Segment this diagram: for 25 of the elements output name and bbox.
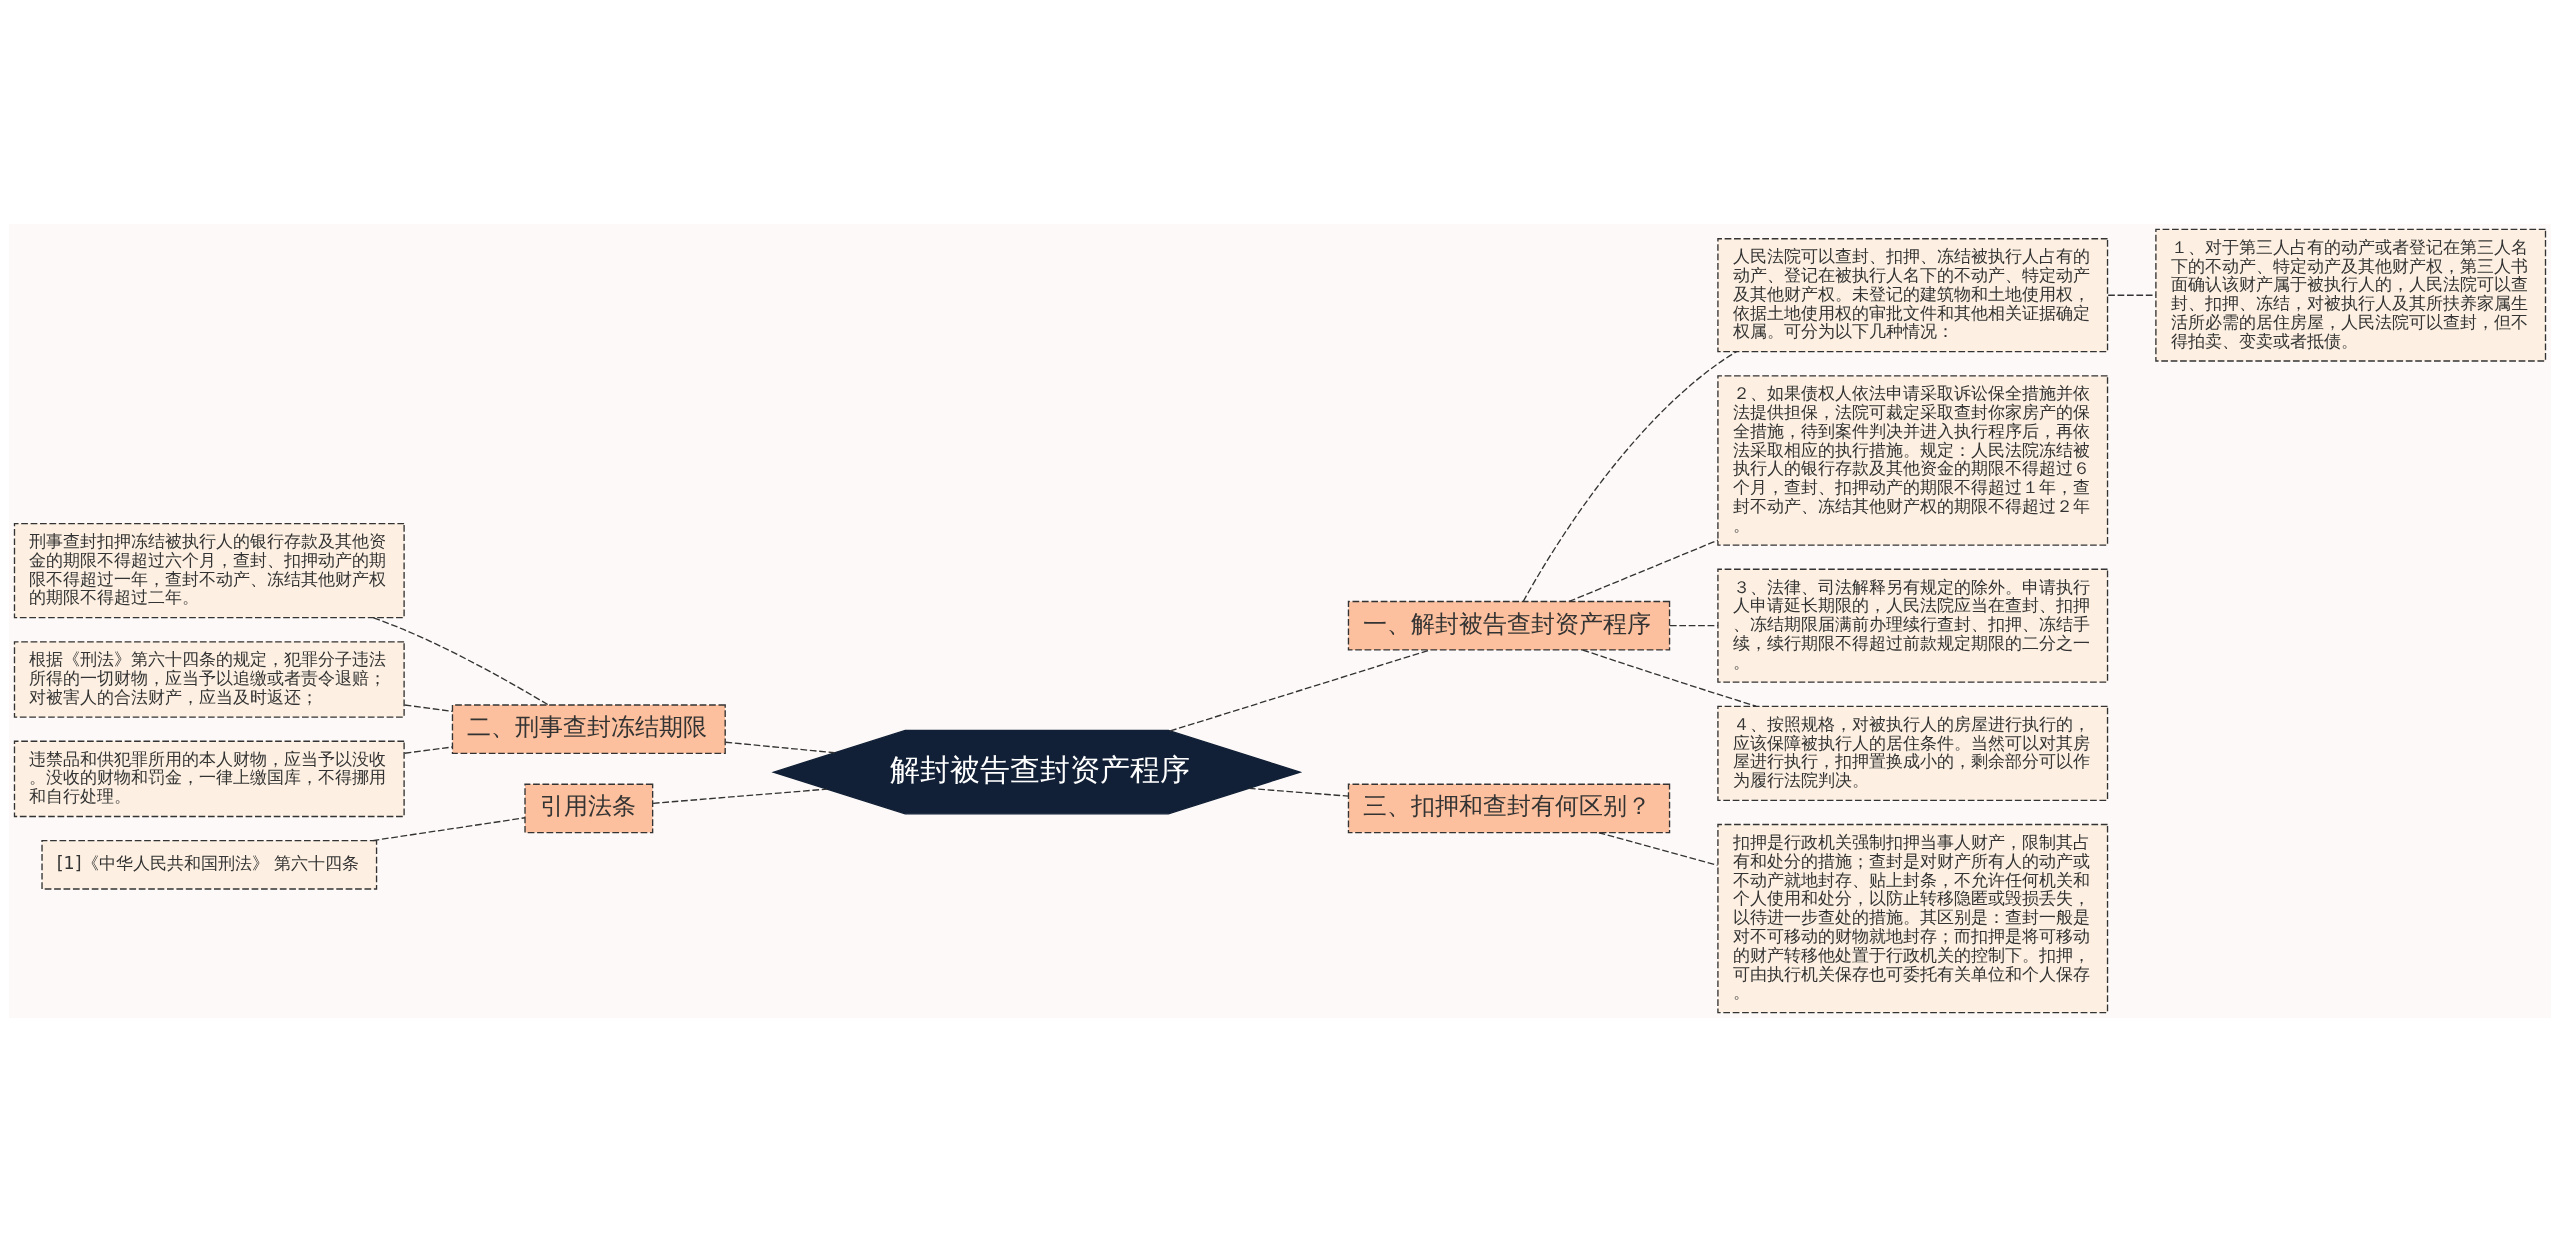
connector [652, 787, 828, 804]
node-box: 二、刑事查封冻结期限 [451, 703, 726, 754]
connector [724, 741, 836, 753]
node-box: 人民法院可以查封、扣押、冻结被执行人占有的动产、登记在被执行人名下的不动产、特定动产及其他财产权。未登记的建筑物和土地使用权，依据土地使用权的审批文件和其他相关证据确定权属。可分为以下几种情况： [1717, 237, 2109, 352]
connector [403, 745, 453, 754]
connector [1669, 624, 1719, 626]
connector [403, 703, 453, 712]
node-box: 扣押是行政机关强制扣押当事人财产，限制其占有和处分的措施；查封是对财产所有人的动产或不动产就地封存、贴上封条，不允许任何机关和个人使用和处分，以防止转移隐匿或毁损丢失，以待进一步查处的措施。其区别是：查封一般是对不可移动的财物就地封存；而扣押是将可移动的财产转移他处置于行政机关的控制下。扣押，可由执行机关保存也可委托有关单位和个人保存。 [1717, 823, 2109, 1013]
node-box: 根据《刑法》第六十四条的规定，犯罪分子违法所得的一切财物，应当予以追缴或者责令退赔；对被害人的合法财产，应当及时返还； [13, 640, 405, 718]
node-box: 引用法条 [524, 783, 654, 833]
connector [1169, 648, 1431, 732]
connector [371, 816, 526, 841]
node-box: １、对于第三人占有的动产或者登记在第三人名下的不动产、特定动产及其他财产权，第三人书面确认该财产属于被执行人的，人民法院可以查封、扣押、冻结，对被执行人及其所扶养家属生活所必需的居住房屋，人民法院可以查封，但不得拍卖、变卖或者抵债。 [2155, 228, 2547, 362]
node-box: 一、解封被告查封资产程序 [1347, 600, 1671, 651]
node-box: 三、扣押和查封有何区别？ [1347, 783, 1671, 833]
node-box: ２、如果债权人依法申请采取诉讼保全措施并依法提供担保，法院可裁定采取查封你家房产的保全措施，待到案件判决并进入执行程序后，再依法采取相应的执行措施。规定：人民法院冻结被执行人的银行存款及其他资金的期限不得超过６个月，查封、扣押动产的期限不得超过１年，查封不动产、冻结其他财产权的期限不得超过２年。 [1717, 374, 2109, 546]
node-box: 刑事查封扣押冻结被执行人的银行存款及其他资金的期限不得超过六个月，查封、扣押动产的期限不得超过一年，查封不动产、冻结其他财产权的期限不得超过二年。 [13, 522, 405, 618]
node-box: ３、法律、司法解释另有规定的除外。申请执行人申请延长期限的，人民法院应当在查封、扣押、冻结期限届满前办理续行查封、扣押、冻结手续，续行期限不得超过前款规定期限的二分之一。 [1717, 568, 2109, 683]
connector [1522, 350, 1738, 602]
connector [1568, 539, 1719, 602]
node-box: ４、按照规格，对被执行人的房屋进行执行的，应该保障被执行人的居住条件。当然可以对其房屋进行执行，扣押置换成小的，剩余部分可以作为履行法院判决。 [1717, 705, 2109, 801]
node-box: [1]《中华人民共和国刑法》 第六十四条 [41, 839, 378, 890]
connector [2107, 294, 2157, 296]
node-box: 违禁品和供犯罪所用的本人财物，应当予以没收。没收的财物和罚金，一律上缴国库，不得挪用和自行处理。 [13, 740, 405, 817]
connector [1248, 787, 1349, 797]
